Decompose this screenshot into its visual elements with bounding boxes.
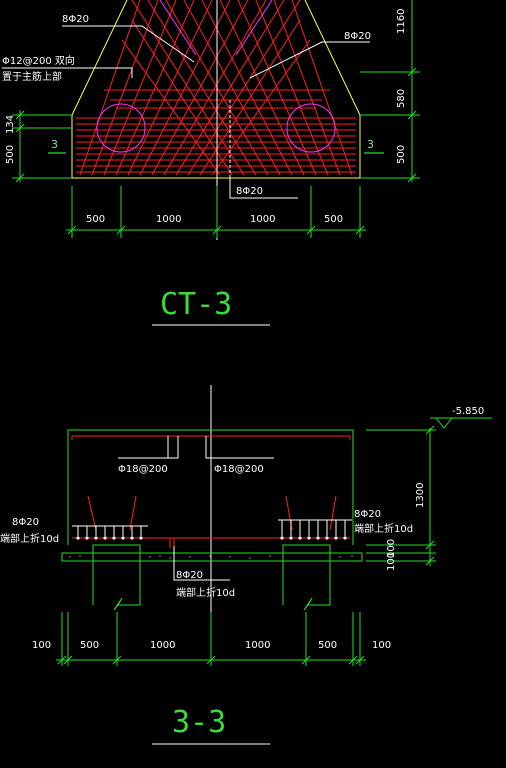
label-bar-right: Φ18@200	[214, 464, 264, 475]
section-mark-left: 3	[51, 138, 58, 151]
dim-section-right-2: 100	[386, 539, 397, 558]
dim-right-3: 500	[396, 145, 407, 164]
dim-right-1: 1160	[396, 9, 407, 34]
piles	[92, 544, 331, 611]
dim-section-bottom-6: 100	[372, 640, 391, 651]
section-3-3: Φ18@200 Φ18@200 8Φ20 端部上折10d 8Φ20 端部上折10…	[0, 385, 492, 745]
dim-section-bottom-1: 100	[32, 640, 51, 651]
label-mid-1: 8Φ20	[176, 570, 203, 581]
dims-left	[12, 110, 72, 183]
dim-bottom-1: 500	[86, 214, 105, 225]
label-bar-left: Φ18@200	[118, 464, 168, 475]
section-mark-right: 3	[367, 138, 374, 151]
dim-right-2: 580	[396, 89, 407, 108]
label-d: 置于主筋上部	[2, 70, 62, 83]
dim-section-right-3: 100	[386, 552, 397, 571]
top-rebar	[71, 435, 351, 548]
dim-bottom-3: 1000	[250, 214, 275, 225]
dims-bottom	[66, 186, 366, 238]
label-a: 8Φ20	[62, 14, 89, 25]
dim-section-bottom-3: 1000	[150, 640, 175, 651]
dim-bottom-2: 1000	[156, 214, 181, 225]
dot-ticks	[72, 519, 352, 536]
pile-left	[96, 103, 146, 153]
leaders	[2, 25, 370, 199]
label-left-1: 8Φ20	[12, 517, 39, 528]
cap-outline	[71, 0, 361, 179]
pile-right	[286, 103, 336, 153]
label-right-1: 8Φ20	[354, 509, 381, 520]
horizontal-bars	[76, 89, 356, 173]
column-stubs	[118, 436, 274, 459]
elevation-label: -5.850	[452, 406, 484, 417]
drawing-title-ct3: CT-3	[160, 287, 232, 322]
dim-bottom-4: 500	[324, 214, 343, 225]
dims-bottom-section	[56, 612, 366, 666]
dim-section-bottom-4: 1000	[245, 640, 270, 651]
label-right-2: 端部上折10d	[354, 522, 413, 535]
dim-left-1: 134	[5, 115, 16, 134]
blinding-hatch	[69, 555, 353, 559]
label-c: Φ12@200 双向	[2, 54, 75, 67]
dim-left-2: 500	[5, 145, 16, 164]
drawing-title-3-3: 3-3	[172, 705, 226, 740]
label-mid-2: 端部上折10d	[176, 586, 235, 599]
rebar-dots	[76, 536, 347, 540]
elevation-marker	[430, 417, 492, 429]
cap-section	[61, 429, 363, 562]
label-e: 8Φ20	[236, 186, 263, 197]
dims-right	[360, 0, 420, 183]
pile-guides	[96, 0, 336, 153]
dim-section-bottom-5: 500	[318, 640, 337, 651]
ct3-plan: 8Φ20 8Φ20 Φ12@200 双向 置于主筋上部 8Φ20 3 3 116…	[2, 0, 420, 326]
label-b: 8Φ20	[344, 31, 371, 42]
dim-section-bottom-2: 500	[80, 640, 99, 651]
label-left-2: 端部上折10d	[0, 532, 59, 545]
dims-right-section	[366, 425, 436, 566]
dim-section-right-1: 1300	[415, 483, 426, 508]
